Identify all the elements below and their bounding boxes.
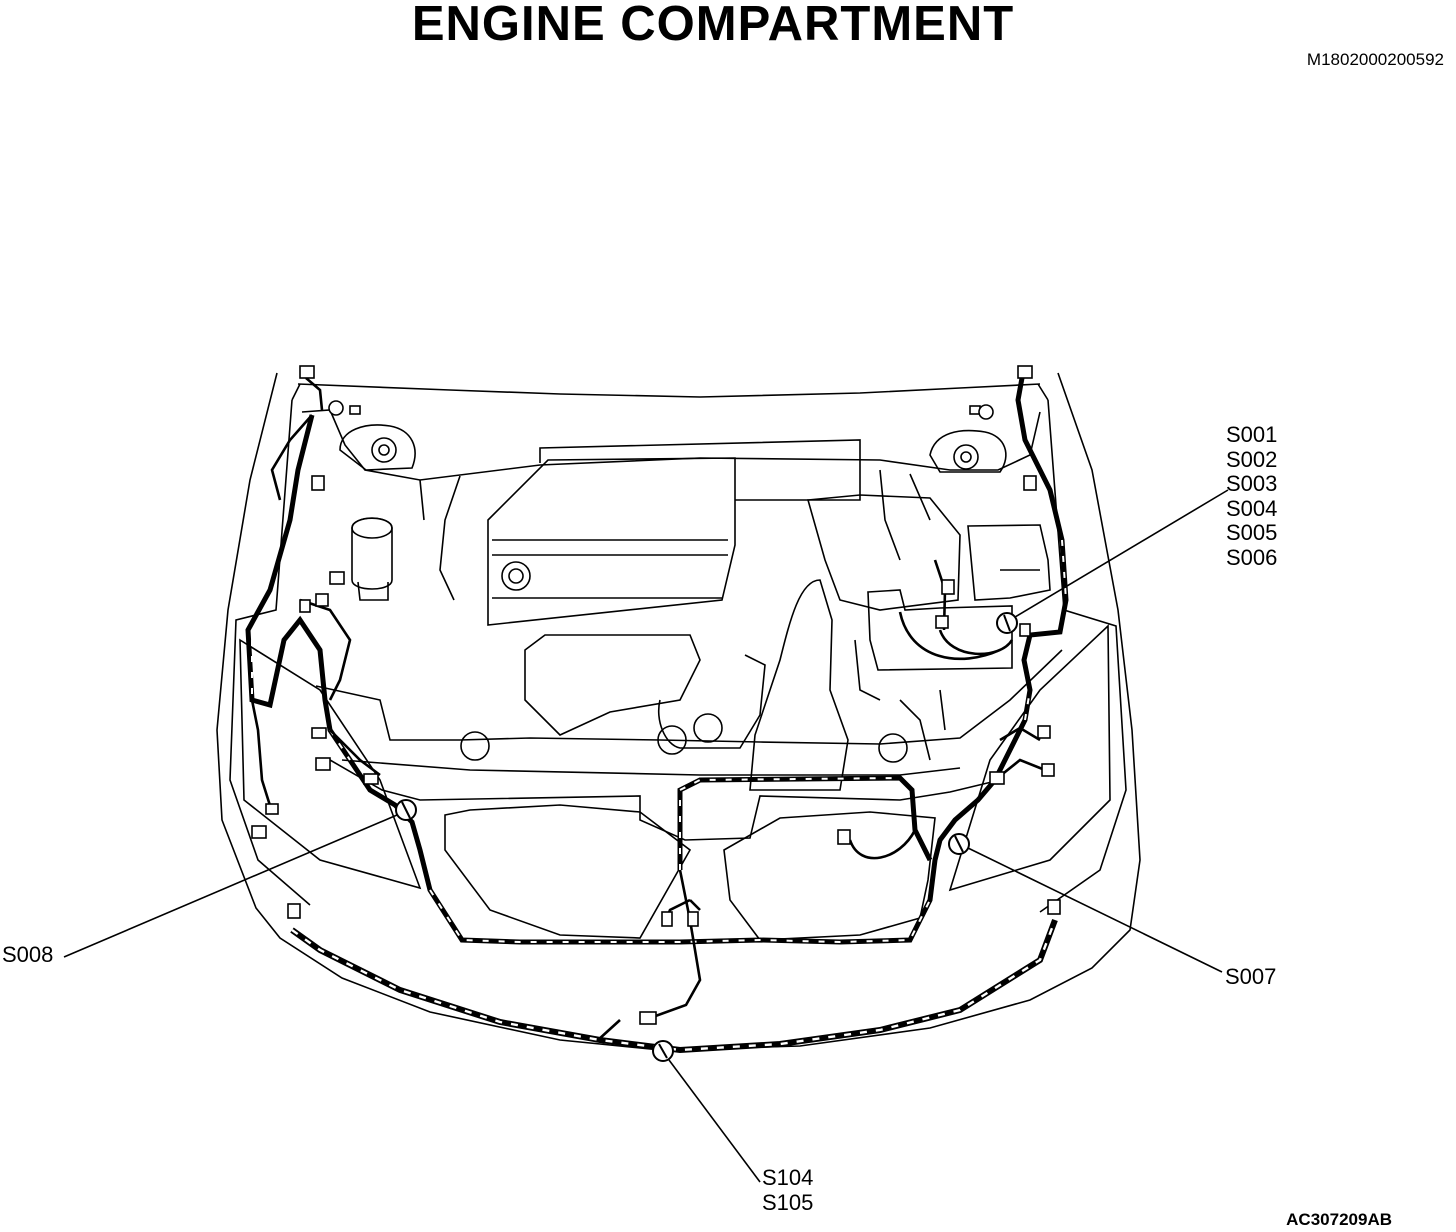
vehicle-outline	[216, 372, 1141, 1051]
leader-line-s104	[668, 1059, 761, 1183]
callout-label: S008	[2, 942, 54, 967]
diagram-title: ENGINE COMPARTMENT	[411, 0, 1015, 51]
callout-label: S003	[1226, 471, 1278, 496]
callout-label: S104	[762, 1165, 814, 1190]
connectors	[251, 365, 1061, 1025]
callout-label: S105	[762, 1189, 814, 1215]
callout-label: S007	[1225, 964, 1277, 989]
leader-lines	[63, 489, 1229, 1183]
callout-label: S002	[1226, 446, 1278, 472]
callout-label: S004	[1226, 495, 1278, 521]
callout-label: S005	[1226, 520, 1278, 545]
leader-line-s001	[1014, 489, 1229, 618]
callout-group-right: S007	[1225, 964, 1277, 990]
reference-code-bottom: AC307209AB	[1286, 1210, 1392, 1229]
callout-group-bottom: S104 S105	[762, 1165, 814, 1215]
callout-group-left: S008	[2, 942, 54, 968]
callout-label: S001	[1226, 422, 1278, 447]
callout-label: S006	[1226, 544, 1278, 570]
reference-code-top: M1802000200592	[1306, 50, 1444, 69]
leader-line-s008	[63, 814, 398, 958]
callout-group-upper-right: S001 S002 S003 S004 S005 S006	[1226, 422, 1278, 570]
splice-markers	[395, 612, 1018, 1062]
leader-line-s007	[967, 847, 1223, 973]
